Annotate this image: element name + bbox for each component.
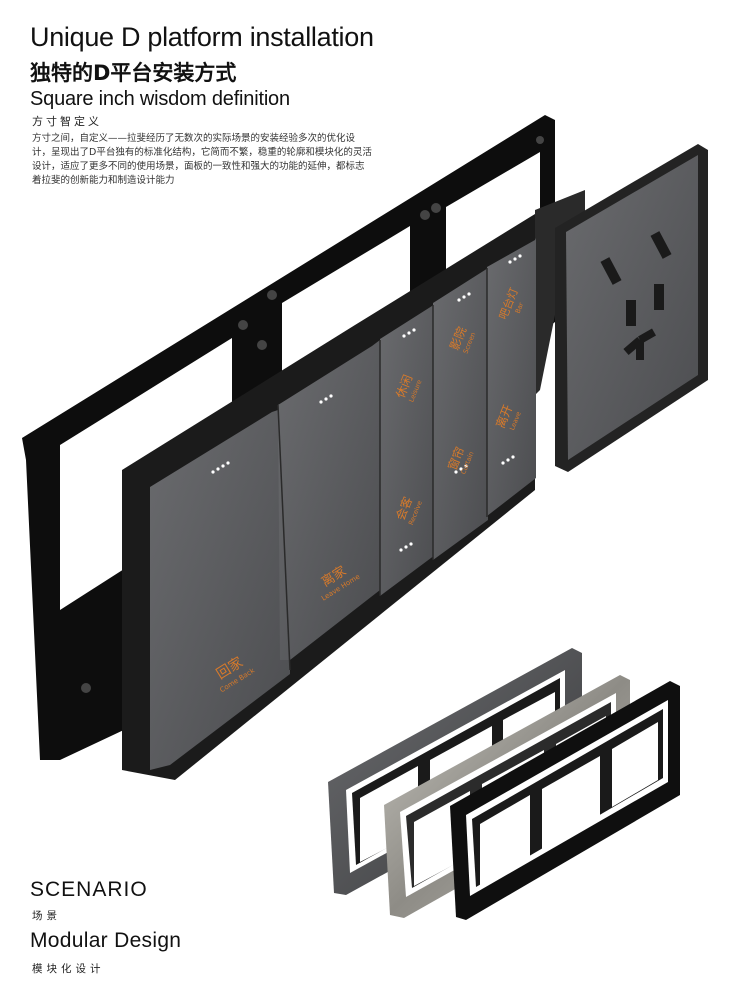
page-title: Unique D platform installation — [30, 22, 374, 52]
switch-panel-assembly: 回家 Come Back 离家 Leave Home 休闲 Leisure 会客… — [122, 214, 536, 780]
modular-frames — [328, 648, 680, 920]
frame-black — [450, 681, 680, 920]
modular-design-heading-chinese: 模块化设计 — [32, 963, 105, 975]
section-subtitle: Square inch wisdom definition — [30, 88, 290, 110]
button-screen: 影院 Screen — [447, 325, 477, 355]
scenario-heading-chinese: 场景 — [32, 910, 61, 922]
scenario-heading: SCENARIO — [30, 878, 148, 901]
description-paragraph: 方寸之间，自定义——拉斐经历了无数次的实际场景的安装经验多次的优化设计，呈现出了… — [32, 133, 372, 186]
indicator-dots — [211, 254, 522, 552]
modular-design-heading: Modular Design — [30, 929, 182, 952]
button-label-en: Bar — [514, 301, 526, 315]
section-subtitle-chinese: 方寸智定义 — [32, 115, 102, 128]
socket-module — [535, 144, 708, 472]
page-title-chinese: 独特的D平台安装方式 — [30, 61, 237, 85]
